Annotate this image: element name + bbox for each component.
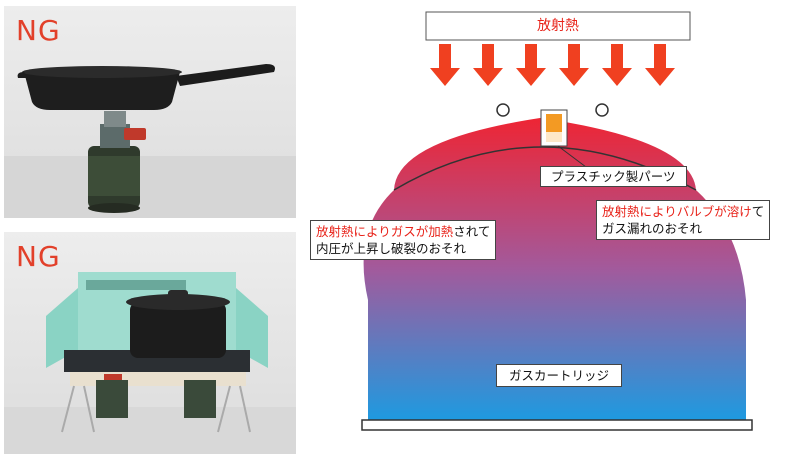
gas-cartridge-body bbox=[363, 118, 746, 420]
right-callout: 放射熱によりバルブが溶けて ガス漏れのおそれ bbox=[596, 200, 771, 240]
heat-arrow bbox=[559, 44, 589, 86]
heat-arrows bbox=[430, 44, 675, 86]
heat-banner-box bbox=[425, 11, 691, 41]
cartridge-base-plate bbox=[361, 419, 753, 431]
plastic-part-label: プラスチック製パーツ bbox=[540, 166, 687, 187]
cartridge-label: ガスカートリッジ bbox=[496, 364, 623, 387]
heat-arrow bbox=[516, 44, 546, 86]
cartridge-diagram-svg bbox=[361, 11, 753, 431]
heat-arrow bbox=[645, 44, 675, 86]
plastic-valve-part bbox=[546, 114, 562, 132]
ng-label: NG bbox=[16, 14, 61, 47]
left-callout-red-text: 放射熱によりガスが加熱 bbox=[316, 224, 454, 239]
heat-arrow bbox=[602, 44, 632, 86]
heat-arrow bbox=[430, 44, 460, 86]
crimp-ring-right bbox=[595, 103, 609, 117]
heat-arrow bbox=[473, 44, 503, 86]
right-callout-line2: ガス漏れのおそれ bbox=[602, 221, 703, 236]
heat-banner-label: 放射熱 bbox=[537, 18, 579, 34]
left-callout-line2: 内圧が上昇し破裂のおそれ bbox=[316, 241, 467, 256]
two-burner-stove-illustration bbox=[4, 272, 296, 454]
photo-pot-on-two-burner-stove: NG bbox=[4, 232, 296, 454]
left-callout-rest: されて bbox=[453, 224, 491, 239]
radiant-heat-diagram: 放射熱 プラスチック製パーツ 放射熱によりガスが加熱されて 内圧が上昇し破裂のお… bbox=[300, 0, 800, 462]
skillet-stove-illustration bbox=[4, 64, 296, 218]
left-callout: 放射熱によりガスが加熱されて 内圧が上昇し破裂のおそれ bbox=[310, 220, 497, 260]
right-callout-rest: て bbox=[751, 204, 765, 219]
right-callout-red-text: 放射熱によりバルブが溶け bbox=[602, 204, 752, 219]
crimp-ring-left bbox=[496, 103, 510, 117]
photo-skillet-on-stove: NG bbox=[4, 6, 296, 218]
ng-label: NG bbox=[16, 240, 61, 273]
